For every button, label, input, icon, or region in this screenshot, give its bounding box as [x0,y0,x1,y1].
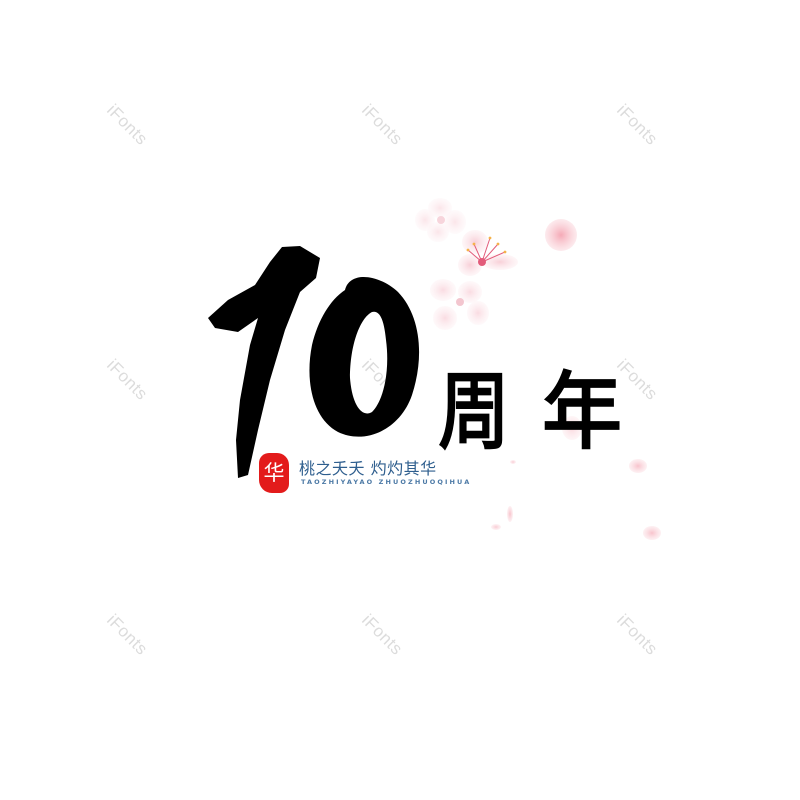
blossom-icon [415,198,466,242]
seal-stamp: 华 [259,453,289,493]
petal-icon [562,416,582,440]
petal-icon [629,459,647,473]
petal-icon [507,506,513,522]
headline-char-zhou: 周 [438,362,510,461]
petal-icon [491,524,501,530]
blossom-icon [458,230,518,276]
petal-icon [545,219,577,251]
petal-icon [643,526,661,540]
petal-icon [510,460,516,464]
slogan-pinyin: TAOZHIYAYAO ZHUOZHUOQIHUA [301,478,472,486]
slogan-chinese: 桃之夭夭 灼灼其华 [299,459,437,478]
blossom-icon [430,279,489,330]
headline-char-nian: 年 [542,362,622,461]
brush-digit-zero [309,277,420,437]
brush-digit-one [208,246,320,478]
